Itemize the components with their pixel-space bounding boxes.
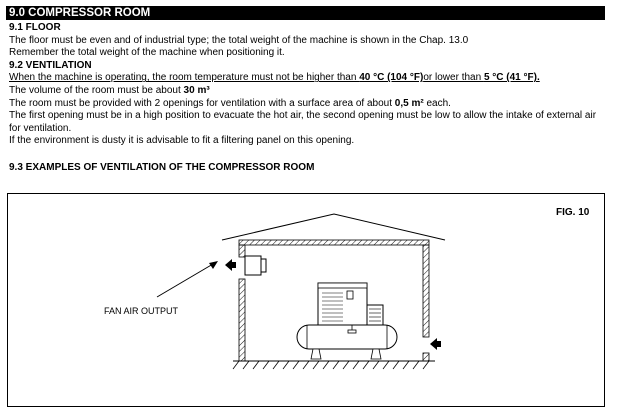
compressor-unit [296, 282, 398, 360]
figure-label: FIG. 10 [556, 207, 590, 218]
ventilation-heading: 9.2 VENTILATION [9, 59, 92, 71]
fan-duct [244, 255, 267, 276]
volume-value: 30 m³ [183, 84, 210, 96]
ventilation-diagram: FIG. 10 [7, 193, 605, 407]
control-panel [346, 290, 354, 300]
floor-line-2: Remember the total weight of the machine… [9, 47, 285, 59]
tank-foot-left [310, 348, 322, 360]
section-title-bar: 9.0 COMPRESSOR ROOM [6, 6, 605, 20]
position-paragraph: The first opening must be in a high posi… [9, 110, 597, 134]
callout-arrow-icon [209, 261, 218, 269]
openings-value: 0,5 m² [394, 97, 424, 109]
outlet-arrow-stem [232, 262, 236, 268]
dust-line: If the environment is dusty it is advisa… [9, 135, 355, 147]
figure-10: FIG. 10 [7, 193, 605, 407]
roof [221, 213, 446, 241]
callout-leader [156, 263, 214, 298]
section-title: 9.0 COMPRESSOR ROOM [9, 7, 151, 19]
right-wall-upper [422, 244, 430, 338]
temperature-line: When the machine is operating, the room … [9, 72, 609, 85]
document-body: 9.1 FLOOR The floor must be even and of … [9, 22, 609, 175]
openings-text-a: The room must be provided with 2 opening… [9, 97, 395, 109]
figure-frame [7, 193, 605, 407]
left-wall-lower [238, 278, 246, 362]
left-wall-upper [238, 244, 246, 258]
intake-arrow-stem [437, 341, 441, 347]
volume-text: The volume of the room must be about [9, 84, 184, 96]
tank-foot-right [370, 348, 382, 360]
air-tank [296, 324, 398, 350]
volume-line: The volume of the room must be about 30 … [9, 85, 609, 98]
temperature-low: 5 °C (41 °F). [483, 72, 540, 84]
openings-line: The room must be provided with 2 opening… [9, 98, 609, 111]
compressor-cabinet [317, 282, 368, 326]
temperature-text-a: When the machine is operating, the room … [9, 72, 360, 84]
ground-hatching [232, 360, 430, 370]
temperature-text-b: or lower than [423, 72, 484, 84]
outlet-arrow-icon [225, 259, 232, 271]
floor-line-1: The floor must be even and of industrial… [9, 34, 469, 46]
examples-heading: 9.3 EXAMPLES OF VENTILATION OF THE COMPR… [9, 161, 315, 173]
ceiling [238, 239, 430, 246]
openings-text-b: each. [423, 97, 451, 109]
floor-heading: 9.1 FLOOR [9, 22, 61, 33]
side-unit [366, 304, 384, 326]
callout-label: FAN AIR OUTPUT [104, 306, 179, 316]
right-wall-lower [422, 352, 430, 362]
intake-arrow-icon [430, 338, 437, 350]
temperature-high: 40 °C (104 °F) [359, 72, 424, 84]
